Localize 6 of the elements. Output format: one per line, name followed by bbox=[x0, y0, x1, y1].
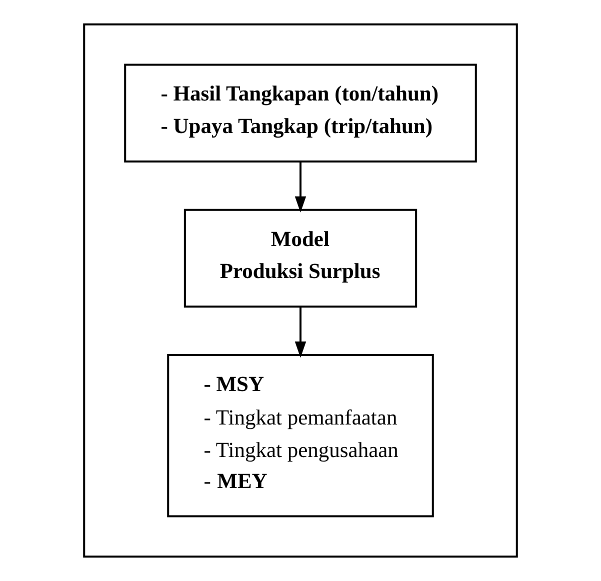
node-box: - MSY - Tingkat pemanfaatan - Tingkat pengusahaan - MEY bbox=[167, 354, 434, 518]
arrow bbox=[294, 161, 306, 212]
cluster bbox=[83, 23, 518, 558]
node-box: Model Produksi Surplus bbox=[184, 208, 418, 308]
node-box: - Hasil Tangkapan (ton/tahun) - Upaya Tangkap (trip/tahun) bbox=[124, 64, 477, 162]
arrow bbox=[294, 306, 306, 358]
